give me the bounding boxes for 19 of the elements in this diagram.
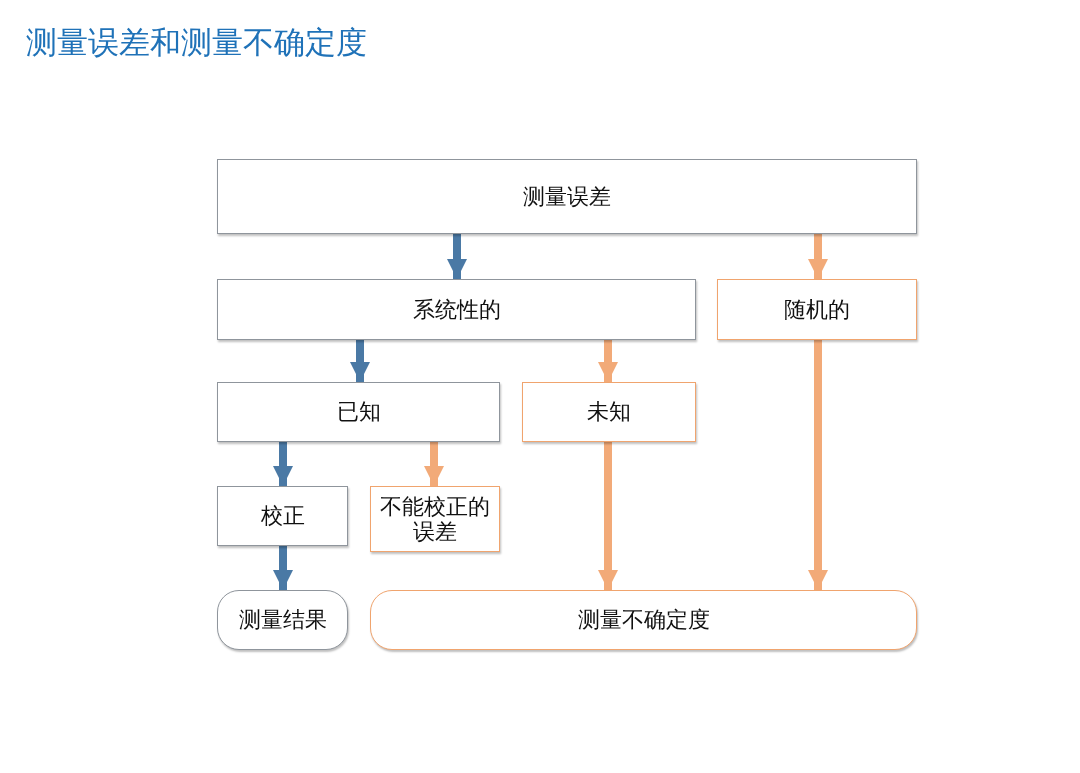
process-box: 测量误差	[217, 159, 917, 234]
arrow	[598, 442, 618, 590]
process-box: 已知	[217, 382, 500, 442]
process-box: 校正	[217, 486, 348, 546]
process-box: 系统性的	[217, 279, 696, 340]
rounded-box: 测量结果	[217, 590, 348, 650]
arrow	[350, 340, 370, 382]
rounded-box: 测量不确定度	[370, 590, 917, 650]
arrow	[273, 442, 293, 486]
process-box: 随机的	[717, 279, 917, 340]
title: 测量误差和测量不确定度	[26, 23, 367, 62]
arrow	[598, 340, 618, 382]
arrow	[273, 546, 293, 590]
arrow	[808, 234, 828, 279]
process-box: 不能校正的误差	[370, 486, 500, 552]
process-box: 未知	[522, 382, 696, 442]
arrow	[447, 234, 467, 279]
arrow	[808, 340, 828, 590]
arrow	[424, 442, 444, 486]
